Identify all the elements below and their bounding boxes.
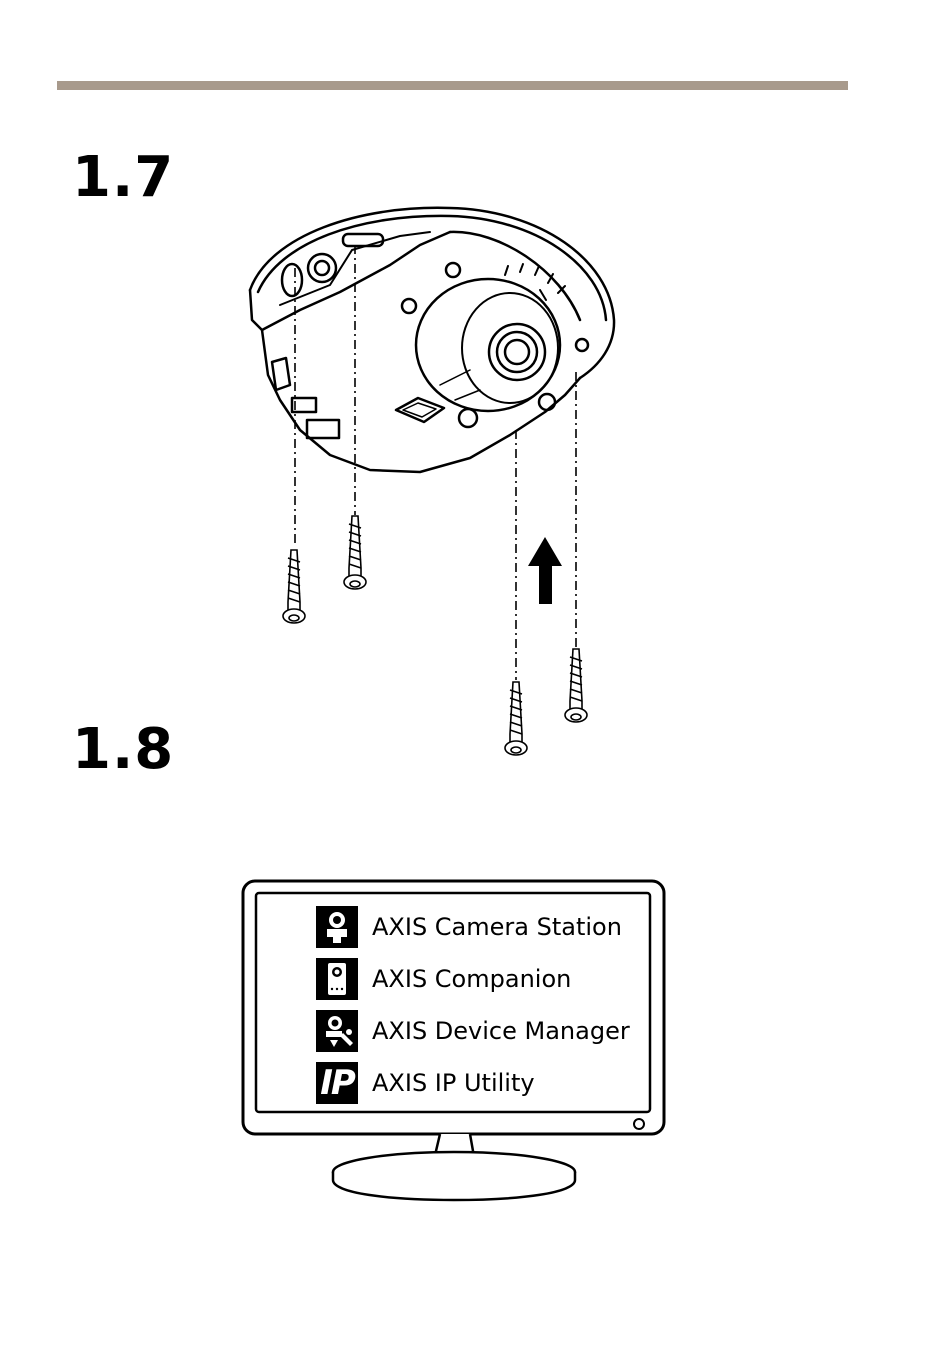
step-number-1-8: 1.8 (72, 722, 174, 778)
camera-station-icon (316, 906, 358, 948)
app-label: AXIS Camera Station (372, 913, 622, 941)
app-item-camera-station: AXIS Camera Station (316, 906, 622, 948)
camera-mounting-illustration (0, 0, 950, 800)
app-label: AXIS Device Manager (372, 1017, 630, 1045)
companion-icon (316, 958, 358, 1000)
ip-icon-text: IP (320, 1066, 354, 1100)
ip-utility-icon: IP (316, 1062, 358, 1104)
device-manager-icon (316, 1010, 358, 1052)
app-label: AXIS IP Utility (372, 1069, 535, 1097)
app-item-ip-utility: IP AXIS IP Utility (316, 1062, 535, 1104)
app-item-device-manager: AXIS Device Manager (316, 1010, 630, 1052)
app-label: AXIS Companion (372, 965, 571, 993)
app-item-companion: AXIS Companion (316, 958, 571, 1000)
up-arrow-icon (528, 537, 562, 604)
